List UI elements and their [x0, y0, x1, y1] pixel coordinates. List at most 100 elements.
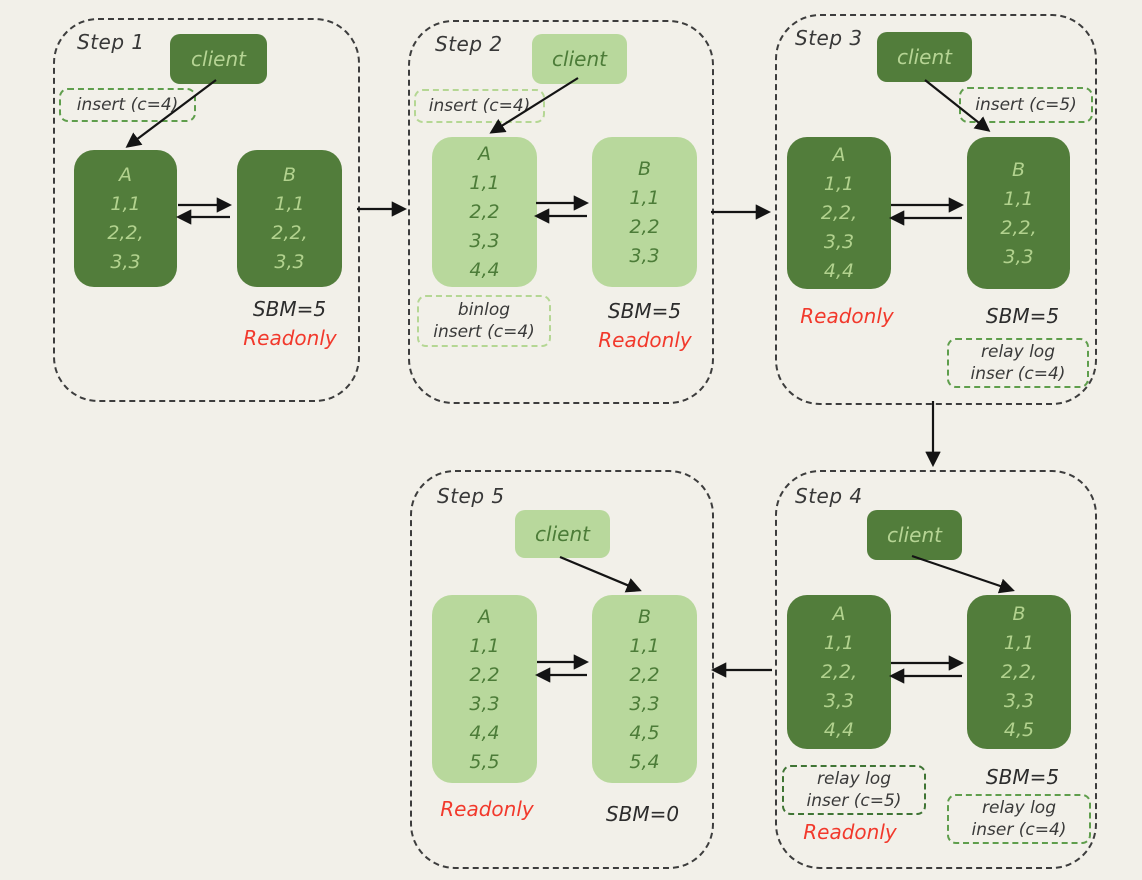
step-4-readonly-label: Readonly	[803, 820, 897, 844]
step-3-node-b: B 1,1 2,2, 3,3	[967, 137, 1070, 289]
step-2-insert-annotation: insert (c=4)	[414, 89, 545, 123]
step-1-readonly-label: Readonly	[243, 326, 337, 350]
step-4-sbm-label: SBM=5	[985, 765, 1060, 789]
node-row: 3,3	[1003, 690, 1035, 712]
node-row: 1,1	[629, 634, 660, 657]
step-2-client-box: client	[532, 34, 627, 84]
step-2-node-a: A 1,1 2,2 3,3 4,4	[432, 137, 537, 287]
step-5-node-a: A 1,1 2,2 3,3 4,4 5,5	[432, 595, 537, 783]
node-row: 3,3	[823, 231, 855, 253]
node-row: 4,4	[469, 721, 500, 744]
step-3-container: Step 3 client insert (c=5) A 1,1 2,2, 3,…	[775, 14, 1097, 405]
node-row: 4,4	[823, 260, 855, 282]
step-1-title: Step 1	[77, 30, 145, 54]
annotation-text: insert (c=4)	[428, 96, 531, 116]
node-row: 2,2	[469, 663, 500, 686]
step-3-sbm-label: SBM=5	[985, 304, 1060, 328]
node-row: 1,1	[469, 634, 500, 657]
node-row: 1,1	[1003, 187, 1034, 210]
step-1-sbm-label: SBM=5	[252, 297, 327, 321]
annotation-text: relay log	[982, 798, 1056, 818]
step-3-relay-log-annotation: relay log inser (c=4)	[947, 338, 1089, 388]
node-row: 1,1	[629, 186, 660, 209]
node-row: 5,4	[629, 750, 660, 773]
step-1-node-b: B 1,1 2,2, 3,3	[237, 150, 342, 287]
annotation-text: binlog	[457, 300, 511, 320]
step-3-readonly-label: Readonly	[800, 304, 894, 328]
node-row: 2,2	[629, 215, 660, 238]
node-row: 1,1	[1003, 632, 1035, 654]
step-1-node-a: A 1,1 2,2, 3,3	[74, 150, 177, 287]
node-row: 3,3	[469, 692, 500, 715]
node-row: 2,2,	[1000, 216, 1037, 239]
step-5-container: Step 5 client A 1,1 2,2 3,3 4,4 5,5 B 1,…	[410, 470, 714, 869]
annotation-text: inser (c=5)	[806, 791, 902, 811]
node-row: 2,2,	[1000, 661, 1038, 683]
node-name: A	[119, 164, 132, 186]
node-name: A	[478, 605, 491, 628]
annotation-text: insert (c=4)	[76, 95, 179, 115]
node-row: 3,3	[629, 244, 660, 267]
step-5-sbm-label: SBM=0	[605, 802, 680, 826]
step-5-node-b: B 1,1 2,2 3,3 4,5 5,4	[592, 595, 697, 783]
annotation-text: relay log	[981, 342, 1055, 362]
node-row: 5,5	[469, 750, 500, 773]
step-2-readonly-label: Readonly	[598, 328, 692, 352]
annotation-text: relay log	[817, 769, 891, 789]
node-row: 2,2	[469, 201, 500, 223]
step-3-title: Step 3	[795, 26, 863, 50]
node-row: 1,1	[110, 193, 141, 215]
node-name: B	[637, 605, 652, 628]
node-row: 2,2,	[107, 222, 144, 244]
node-name: B	[1012, 603, 1026, 625]
step-1-container: Step 1 client insert (c=4) A 1,1 2,2, 3,…	[53, 18, 360, 402]
node-row: 3,3	[823, 690, 855, 712]
node-row: 3,3	[274, 251, 305, 273]
node-row: 3,3	[1003, 245, 1034, 268]
node-name: B	[282, 164, 297, 186]
step-4-client-box: client	[867, 510, 962, 560]
node-row: 3,3	[469, 230, 500, 252]
node-row: 4,5	[629, 721, 660, 744]
node-row: 2,2,	[820, 661, 858, 683]
step-3-insert-annotation: insert (c=5)	[959, 87, 1093, 123]
step-5-title: Step 5	[437, 484, 505, 508]
node-row: 4,4	[823, 719, 855, 741]
node-row: 2,2,	[820, 202, 858, 224]
step-4-node-a: A 1,1 2,2, 3,3 4,4	[787, 595, 891, 749]
step-2-binlog-annotation: binlog insert (c=4)	[417, 295, 551, 347]
annotation-text: inser (c=4)	[970, 364, 1066, 384]
annotation-text: insert (c=5)	[975, 95, 1077, 115]
node-name: A	[832, 144, 846, 166]
step-1-client-box: client	[170, 34, 267, 84]
node-row: 3,3	[110, 251, 141, 273]
node-name: A	[478, 143, 491, 165]
node-name: B	[637, 157, 652, 180]
step-4-container: Step 4 client A 1,1 2,2, 3,3 4,4 B 1,1 2…	[775, 470, 1097, 869]
step-5-client-box: client	[515, 510, 610, 558]
node-row: 1,1	[469, 172, 500, 194]
step-4-title: Step 4	[795, 484, 863, 508]
step-4-node-b: B 1,1 2,2, 3,3 4,5	[967, 595, 1071, 749]
step-3-node-a: A 1,1 2,2, 3,3 4,4	[787, 137, 891, 289]
step-3-client-box: client	[877, 32, 972, 82]
node-row: 4,4	[469, 259, 500, 281]
step-4-relay-log-b-annotation: relay log inser (c=4)	[947, 794, 1091, 844]
step-5-readonly-label: Readonly	[440, 797, 534, 821]
step-2-title: Step 2	[435, 32, 503, 56]
annotation-text: inser (c=4)	[971, 820, 1067, 840]
step-2-container: Step 2 client insert (c=4) A 1,1 2,2 3,3…	[408, 20, 714, 404]
node-name: B	[1011, 158, 1026, 181]
step-1-insert-annotation: insert (c=4)	[59, 88, 196, 122]
step-2-node-b: B 1,1 2,2 3,3	[592, 137, 697, 287]
node-row: 2,2	[629, 663, 660, 686]
node-row: 1,1	[274, 193, 305, 215]
node-row: 1,1	[823, 173, 855, 195]
node-row: 3,3	[629, 692, 660, 715]
node-row: 1,1	[823, 632, 855, 654]
annotation-text: insert (c=4)	[433, 322, 535, 342]
node-name: A	[832, 603, 846, 625]
step-2-sbm-label: SBM=5	[607, 299, 682, 323]
node-row: 4,5	[1003, 719, 1035, 741]
